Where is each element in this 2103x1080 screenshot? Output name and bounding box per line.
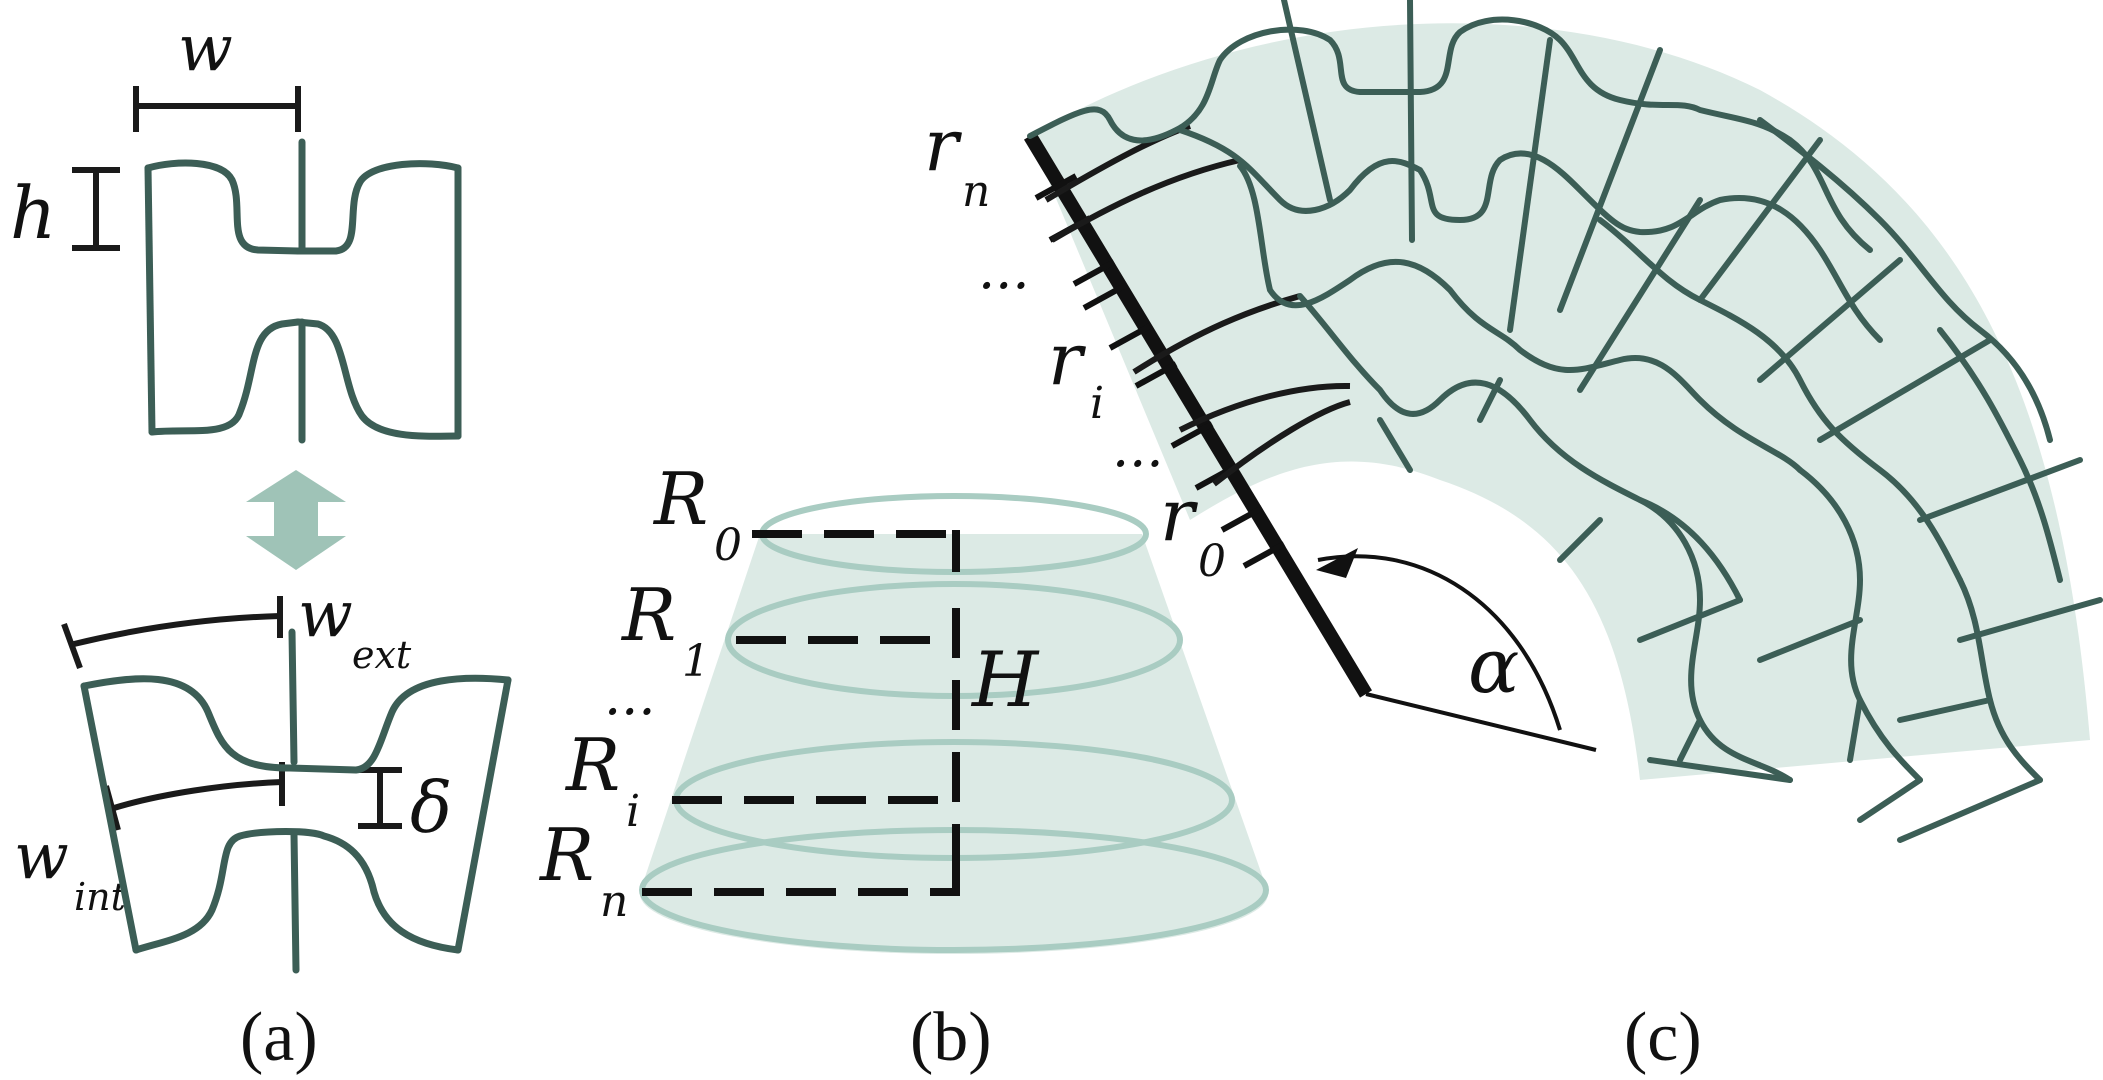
caption-a: (a) — [240, 999, 318, 1076]
label-dots-c-bottom: ... — [1112, 416, 1164, 479]
panel-b: R 0 R 1 ... R i R n H (b) — [538, 457, 1269, 1076]
arrow-head-icon — [1316, 548, 1358, 578]
label-ri-upper: R i — [564, 723, 640, 837]
label-r0-upper: R 0 — [652, 457, 742, 571]
label-rn-upper: R n — [538, 813, 628, 927]
caption-b: (b) — [910, 999, 992, 1076]
straight-unit-cell — [144, 138, 462, 444]
caption-c: (c) — [1624, 999, 1702, 1076]
label-w-int: w int — [14, 820, 127, 919]
label-r1-upper: R 1 — [620, 573, 710, 687]
label-H: H — [970, 635, 1040, 724]
label-dots-c-top: ... — [978, 238, 1030, 301]
label-r0-lower: r 0 — [1160, 473, 1226, 587]
width-dimension — [133, 86, 301, 132]
radial-bar — [1024, 132, 1372, 698]
label-w: w — [178, 12, 233, 86]
label-dots-b: ... — [604, 664, 656, 727]
delta-dimension — [358, 767, 402, 829]
label-ri-lower: r i — [1048, 317, 1104, 429]
w-ext-dimension — [61, 596, 283, 670]
label-delta: δ — [410, 767, 452, 849]
w-int-dimension — [103, 762, 285, 831]
angle-indicator — [1316, 548, 1597, 752]
label-rn-lower: r n — [924, 103, 990, 217]
label-alpha: α — [1468, 621, 1519, 710]
label-h: h — [10, 171, 56, 255]
height-dimension — [72, 167, 120, 251]
double-arrow-icon — [246, 470, 346, 570]
panel-c: r n ... r i ... r 0 α (c) — [924, 0, 2103, 1076]
label-w-ext: w ext — [298, 578, 412, 677]
panel-a: w h w ext — [10, 12, 512, 1076]
curved-unit-cell — [80, 628, 512, 974]
curved-lattice — [1027, 0, 2103, 843]
